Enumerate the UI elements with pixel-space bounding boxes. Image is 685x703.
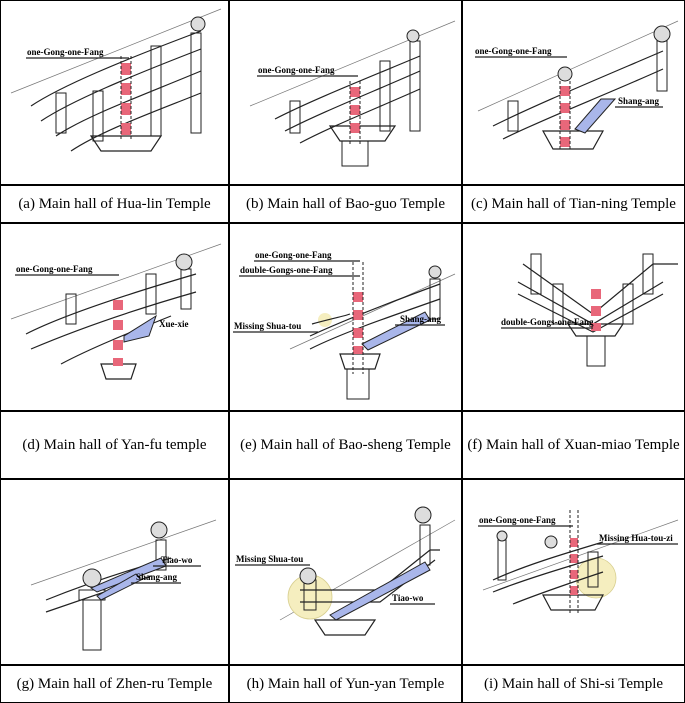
label-e-3: Shang-ang <box>400 314 442 324</box>
caption-d: (d) Main hall of Yan-fu temple <box>0 411 229 479</box>
caption-b-text: (b) Main hall of Bao-guo Temple <box>245 195 446 212</box>
bracket-set-drawing <box>309 265 442 400</box>
panel-g-drawing: Tiao-wo Shang-ang <box>0 479 229 665</box>
caption-i-text: (i) Main hall of Shi-si Temple <box>483 675 664 692</box>
fang-column-pink <box>121 63 131 135</box>
bracket-set-drawing <box>25 253 197 380</box>
bracket-set-drawing <box>517 253 678 367</box>
label-g-0: Tiao-wo <box>161 555 193 565</box>
caption-c-text: (c) Main hall of Tian-ning Temple <box>471 195 676 212</box>
label-c-1: Shang-ang <box>618 96 660 106</box>
label-i-0: one-Gong-one-Fang <box>479 515 556 525</box>
caption-h-text: (h) Main hall of Yun-yan Temple <box>246 675 445 692</box>
caption-h: (h) Main hall of Yun-yan Temple <box>229 665 462 703</box>
caption-i: (i) Main hall of Shi-si Temple <box>462 665 685 703</box>
label-g-1: Shang-ang <box>136 572 178 582</box>
shang-ang-blue <box>361 311 431 351</box>
panel-a-drawing: one-Gong-one-Fang <box>0 0 229 185</box>
fang-column-pink <box>591 289 601 331</box>
caption-d-text: (d) Main hall of Yan-fu temple <box>22 436 207 453</box>
caption-g-text: (g) Main hall of Zhen-ru Temple <box>16 675 213 692</box>
fang-column-pink <box>570 538 578 595</box>
panel-b-drawing: one-Gong-one-Fang <box>229 0 462 185</box>
panel-e-drawing: one-Gong-one-Fang double-Gongs-one-Fang … <box>229 223 462 411</box>
panel-c-drawing: one-Gong-one-Fang Shang-ang <box>462 0 685 185</box>
caption-e-text: (e) Main hall of Bao-sheng Temple <box>240 436 451 453</box>
missing-hua-tou-zi-highlight <box>575 557 617 599</box>
xue-xie-blue <box>123 314 157 343</box>
bracket-set-drawing <box>492 530 604 611</box>
label-i-1: Missing Hua-tou-zi <box>599 533 673 543</box>
label-h-1: Tiao-wo <box>392 593 424 603</box>
caption-g: (g) Main hall of Zhen-ru Temple <box>0 665 229 703</box>
bracket-set-drawing <box>299 506 440 636</box>
label-a-0: one-Gong-one-Fang <box>27 47 104 57</box>
label-d-1: Xue-xie <box>159 319 189 329</box>
label-c-0: one-Gong-one-Fang <box>475 46 552 56</box>
bracket-set-drawing <box>30 16 206 152</box>
label-e-1: double-Gongs-one-Fang <box>240 265 333 275</box>
caption-f: (f) Main hall of Xuan-miao Temple <box>462 411 685 479</box>
panel-d-drawing: one-Gong-one-Fang Xue-xie <box>0 223 229 411</box>
label-f-0: double-Gongs-one-Fang <box>501 317 594 327</box>
caption-e: (e) Main hall of Bao-sheng Temple <box>229 411 462 479</box>
fang-column-pink <box>350 87 360 133</box>
fang-column-pink <box>353 292 363 354</box>
panel-h-drawing: Missing Shua-tou Tiao-wo <box>229 479 462 665</box>
label-h-0: Missing Shua-tou <box>236 554 303 564</box>
shang-ang-blue <box>574 98 617 134</box>
bracket-set-drawing <box>274 29 421 167</box>
caption-a-text: (a) Main hall of Hua-lin Temple <box>18 195 211 212</box>
tiao-wo-blue <box>329 561 431 621</box>
panel-i-drawing: one-Gong-one-Fang Missing Hua-tou-zi <box>462 479 685 665</box>
label-e-2: Missing Shua-tou <box>234 321 301 331</box>
label-d-0: one-Gong-one-Fang <box>16 264 93 274</box>
caption-f-text: (f) Main hall of Xuan-miao Temple <box>467 436 680 453</box>
label-e-0: one-Gong-one-Fang <box>255 250 332 260</box>
label-b-0: one-Gong-one-Fang <box>258 65 335 75</box>
fang-column-pink <box>560 86 570 147</box>
panel-f-drawing: double-Gongs-one-Fang <box>462 223 685 411</box>
caption-c: (c) Main hall of Tian-ning Temple <box>462 185 685 223</box>
caption-b: (b) Main hall of Bao-guo Temple <box>229 185 462 223</box>
fang-column-pink <box>113 300 123 366</box>
shang-ang-blue <box>96 573 142 601</box>
caption-a: (a) Main hall of Hua-lin Temple <box>0 185 229 223</box>
